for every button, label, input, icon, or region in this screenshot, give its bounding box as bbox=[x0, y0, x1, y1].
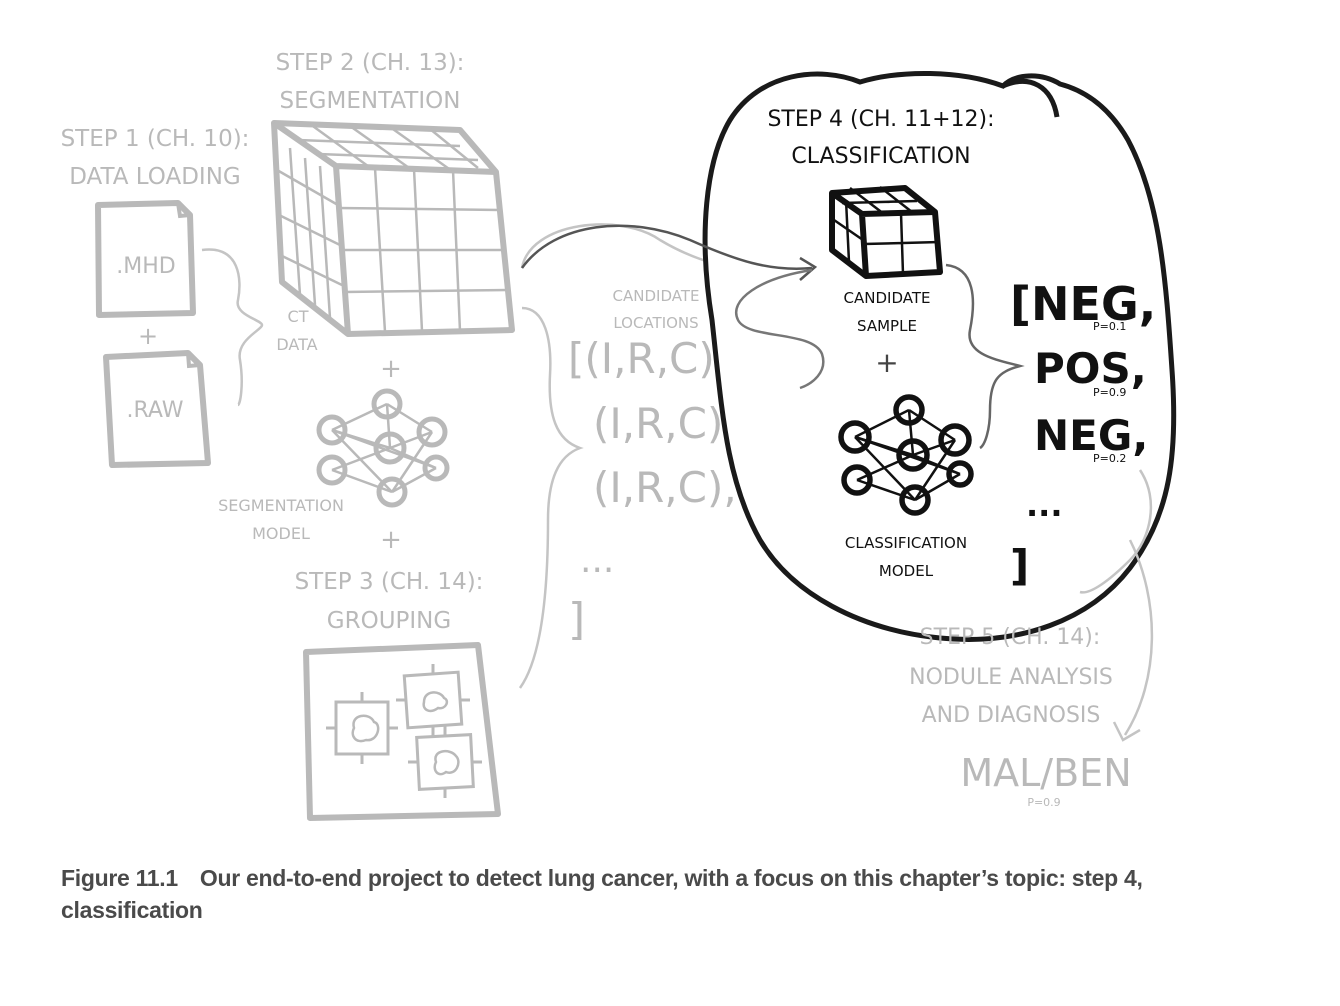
step1-plus: + bbox=[138, 322, 158, 350]
diagnosis-arrowhead bbox=[1112, 721, 1141, 742]
step3-title: STEP 3 (CH. 14): bbox=[295, 569, 484, 595]
step1-title: STEP 1 (CH. 10): bbox=[61, 126, 250, 152]
step2-plus: + bbox=[380, 354, 402, 384]
step4-title: STEP 4 (CH. 11+12): bbox=[767, 107, 994, 132]
candidate-sample-cube bbox=[829, 185, 943, 279]
classification-model-label: CLASSIFICATION bbox=[845, 534, 967, 552]
candidate-row-1: [(I,R,C), bbox=[568, 334, 728, 383]
candidate-row-3: (I,R,C), bbox=[593, 463, 737, 512]
outputs-brace bbox=[945, 263, 1025, 450]
step2-subtitle: SEGMENTATION bbox=[280, 88, 461, 114]
classification-network-icon bbox=[838, 394, 974, 516]
candidate-row-2: (I,R,C), bbox=[593, 399, 737, 448]
segmentation-model-label-2: MODEL bbox=[252, 524, 310, 543]
step3-subtitle: GROUPING bbox=[327, 608, 451, 634]
ct-data-label: CT bbox=[288, 307, 309, 326]
mhd-file-label: .MHD bbox=[116, 254, 175, 279]
step2-title: STEP 2 (CH. 13): bbox=[276, 50, 465, 76]
ct-data-label-2: DATA bbox=[276, 335, 317, 354]
raw-file-label: .RAW bbox=[127, 398, 184, 423]
step4-subtitle: CLASSIFICATION bbox=[791, 144, 970, 169]
raw-file-icon bbox=[103, 350, 211, 468]
grouping-map-icon bbox=[303, 642, 501, 821]
faded-steps: STEP 1 (CH. 10): DATA LOADING .MHD + .RA… bbox=[61, 50, 737, 821]
segmentation-model-label: SEGMENTATION bbox=[218, 496, 344, 515]
step5-brace bbox=[1079, 469, 1153, 594]
output-3: NEG, bbox=[1034, 411, 1148, 460]
candidate-locations-label: CANDIDATE bbox=[613, 287, 700, 305]
focus-bubble-tail bbox=[1001, 79, 1060, 118]
diagnosis-prob: P=0.9 bbox=[1027, 796, 1060, 809]
step5-title: STEP 5 (CH. 14): bbox=[920, 625, 1101, 650]
classification-model-label-2: MODEL bbox=[879, 562, 934, 580]
output-2: POS, bbox=[1034, 344, 1147, 393]
step1-subtitle: DATA LOADING bbox=[69, 164, 241, 190]
candidates-brace bbox=[518, 306, 584, 689]
candidate-locations-label-2: LOCATIONS bbox=[613, 314, 698, 332]
candidate-sample-label-2: SAMPLE bbox=[857, 317, 917, 335]
candidate-close: ] bbox=[568, 594, 585, 645]
step5-subtitle: NODULE ANALYSIS bbox=[909, 665, 1113, 690]
figure-caption-text: Our end-to-end project to detect lung ca… bbox=[61, 865, 1143, 923]
output-close: ] bbox=[1010, 541, 1029, 590]
ct-data-cube bbox=[271, 120, 515, 337]
step2-connector bbox=[520, 223, 721, 269]
candidate-arrow bbox=[520, 224, 813, 270]
focus-bubble bbox=[702, 70, 1177, 642]
segmentation-network-icon bbox=[316, 388, 450, 508]
output-2-prob: P=0.9 bbox=[1093, 386, 1126, 399]
candidate-sample-label: CANDIDATE bbox=[844, 289, 931, 307]
diagnosis-arrow bbox=[1123, 539, 1154, 736]
figure-number: Figure 11.1 bbox=[61, 865, 178, 891]
mhd-file-icon bbox=[95, 200, 196, 318]
diagnosis-result: MAL/BEN bbox=[960, 751, 1131, 795]
step1-brace bbox=[201, 248, 264, 407]
sample-connector bbox=[735, 268, 825, 390]
step2-plus-2: + bbox=[380, 525, 402, 555]
candidate-ellipsis: ... bbox=[580, 540, 614, 581]
output-1-prob: P=0.1 bbox=[1093, 320, 1126, 333]
output-ellipsis: ... bbox=[1026, 486, 1062, 524]
step5: STEP 5 (CH. 14): NODULE ANALYSIS AND DIA… bbox=[909, 469, 1154, 809]
step4-plus: + bbox=[875, 346, 898, 379]
output-1: [NEG, bbox=[1010, 277, 1156, 331]
step4-focus: STEP 4 (CH. 11+12): CLASSIFICATION CANDI… bbox=[767, 107, 1156, 590]
candidate-arrowhead bbox=[799, 256, 818, 281]
output-3-prob: P=0.2 bbox=[1093, 452, 1126, 465]
step5-subtitle-2: AND DIAGNOSIS bbox=[922, 703, 1101, 728]
